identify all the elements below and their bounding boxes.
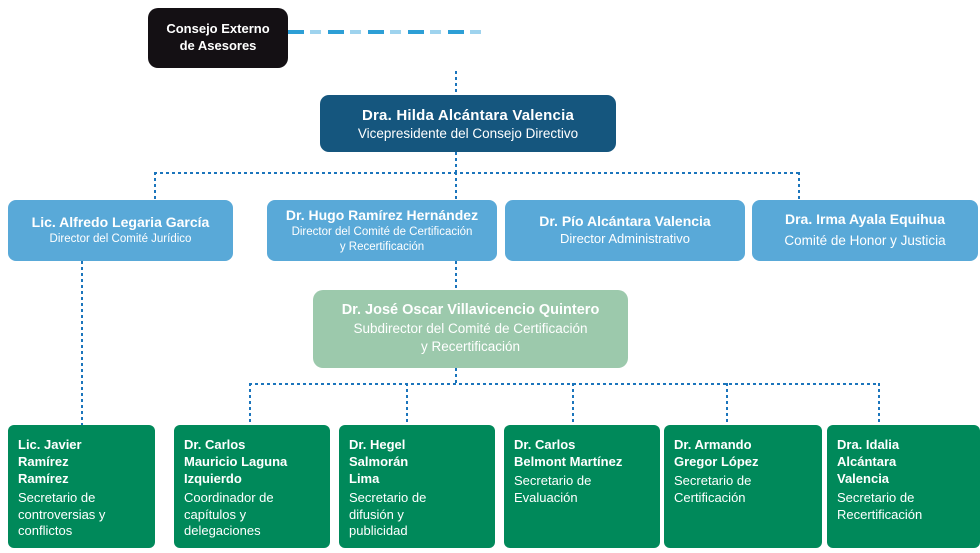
person-title: Secretario de Recertificación	[837, 489, 923, 522]
connector-director2-to-subdirector	[455, 261, 457, 290]
person-title: Vicepresidente del Consejo Directivo	[357, 125, 579, 141]
person-name: Dr. Carlos Belmont Martínez	[514, 437, 623, 469]
connector-root-down	[455, 152, 457, 173]
person-name: Dra. Irma Ayala Equihua	[784, 211, 945, 228]
person-name: Dr. Hugo Ramírez Hernández	[285, 207, 479, 224]
person-title: Secretario de Evaluación	[514, 472, 592, 505]
person-name: Dr. José Oscar Villavicencio Quintero	[341, 302, 600, 319]
person-name: Dr. Carlos Mauricio Laguna Izquierdo	[184, 437, 288, 486]
person-name: Dr. Pío Alcántara Valencia	[539, 213, 711, 230]
connector-drop-director-1	[154, 172, 156, 201]
node-consejo-externo: Consejo Externo de Asesores	[148, 8, 288, 68]
connector-drop-secretary-5	[726, 383, 728, 425]
connector-drop-director-4	[798, 172, 800, 201]
node-comite-honor-justicia: Dra. Irma Ayala Equihua Comité de Honor …	[752, 200, 978, 261]
node-director-certificacion: Dr. Hugo Ramírez Hernández Director del …	[267, 200, 497, 261]
node-secretario-difusion: Dr. Hegel Salmorán Lima Secretario de di…	[339, 425, 495, 548]
person-name: Dr. Armando Gregor López	[674, 437, 759, 469]
person-title: Director Administrativo	[559, 231, 691, 247]
person-title: Secretario de controversias y conflictos	[18, 489, 106, 539]
node-secretario-evaluacion: Dr. Carlos Belmont Martínez Secretario d…	[504, 425, 660, 548]
connector-director1-to-secretary1	[81, 261, 83, 425]
person-name: Dr. Hegel Salmorán Lima	[349, 437, 409, 486]
node-secretario-certificacion: Dr. Armando Gregor López Secretario de C…	[664, 425, 822, 548]
node-director-administrativo: Dr. Pío Alcántara Valencia Director Admi…	[505, 200, 745, 261]
person-name: Lic. Javier Ramírez Ramírez	[18, 437, 82, 486]
person-title: Comité de Honor y Justicia	[784, 233, 946, 249]
connector-level2-horizontal	[154, 172, 800, 174]
node-label: Consejo Externo de Asesores	[166, 21, 270, 53]
person-title: Director del Comité Jurídico	[49, 233, 192, 246]
person-name: Dra. Hilda Alcántara Valencia	[361, 106, 574, 124]
connector-level4-horizontal	[249, 383, 880, 385]
node-coordinador-capitulos: Dr. Carlos Mauricio Laguna Izquierdo Coo…	[174, 425, 330, 548]
person-name: Lic. Alfredo Legaria García	[31, 214, 210, 231]
connector-subdirector-down	[455, 368, 457, 384]
connector-drop-secretary-6	[878, 383, 880, 425]
person-name: Dra. Idalia Alcántara Valencia	[837, 437, 900, 486]
node-director-juridico: Lic. Alfredo Legaria García Director del…	[8, 200, 233, 261]
advisory-dashed-connector	[288, 30, 482, 34]
person-title: Coordinador de capítulos y delegaciones	[184, 489, 274, 539]
connector-drop-secretary-4	[572, 383, 574, 425]
connector-advisory-to-root	[455, 71, 457, 95]
person-title: Secretario de Certificación	[674, 472, 752, 505]
person-title: Secretario de difusión y publicidad	[349, 489, 427, 539]
connector-drop-director-2	[455, 172, 457, 201]
connector-drop-secretary-3	[406, 383, 408, 425]
person-title: Subdirector del Comité de Certificación …	[353, 321, 588, 354]
connector-drop-secretary-2	[249, 383, 251, 425]
node-vicepresidente: Dra. Hilda Alcántara Valencia Vicepresid…	[320, 95, 616, 152]
person-title: Director del Comité de Certificación y R…	[291, 226, 473, 253]
node-subdirector-certificacion: Dr. José Oscar Villavicencio Quintero Su…	[313, 290, 628, 368]
node-secretario-controversias: Lic. Javier Ramírez Ramírez Secretario d…	[8, 425, 155, 548]
node-secretario-recertificacion: Dra. Idalia Alcántara Valencia Secretari…	[827, 425, 980, 548]
